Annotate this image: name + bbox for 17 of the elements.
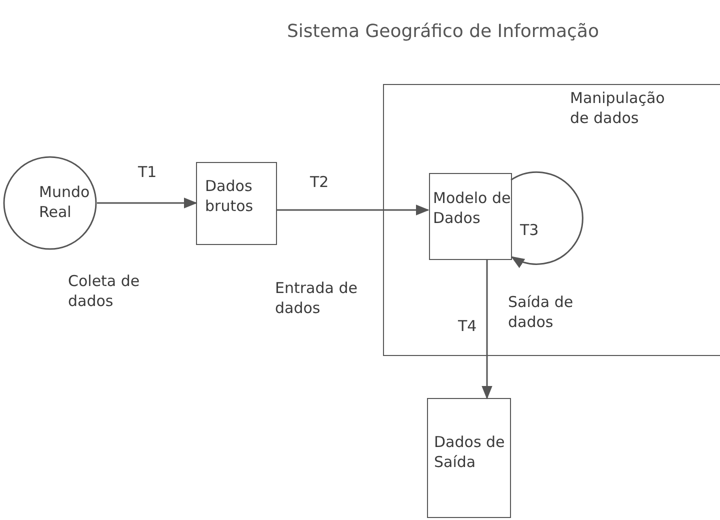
annotation-text: Saída de dados [508,292,574,332]
annotation-text: Entrada de dados [275,278,358,318]
annotation-text: Manipulação de dados [570,88,666,128]
arrow [97,198,198,208]
node-text: Dados brutos [205,176,254,216]
annotation-text: Coleta de dados [68,271,141,311]
node-text: Modelo de Dados [433,188,511,228]
circle-node [3,156,97,250]
node-text: Mundo Real [39,182,91,222]
process-box [196,162,277,245]
arrow [482,259,492,400]
process-box [429,173,512,260]
arrow [510,171,584,268]
diagram-title: Sistema Geográfico de Informação [287,21,599,42]
process-box [427,398,511,518]
arrow [277,204,430,216]
node-text: Dados de Saída [434,432,506,472]
